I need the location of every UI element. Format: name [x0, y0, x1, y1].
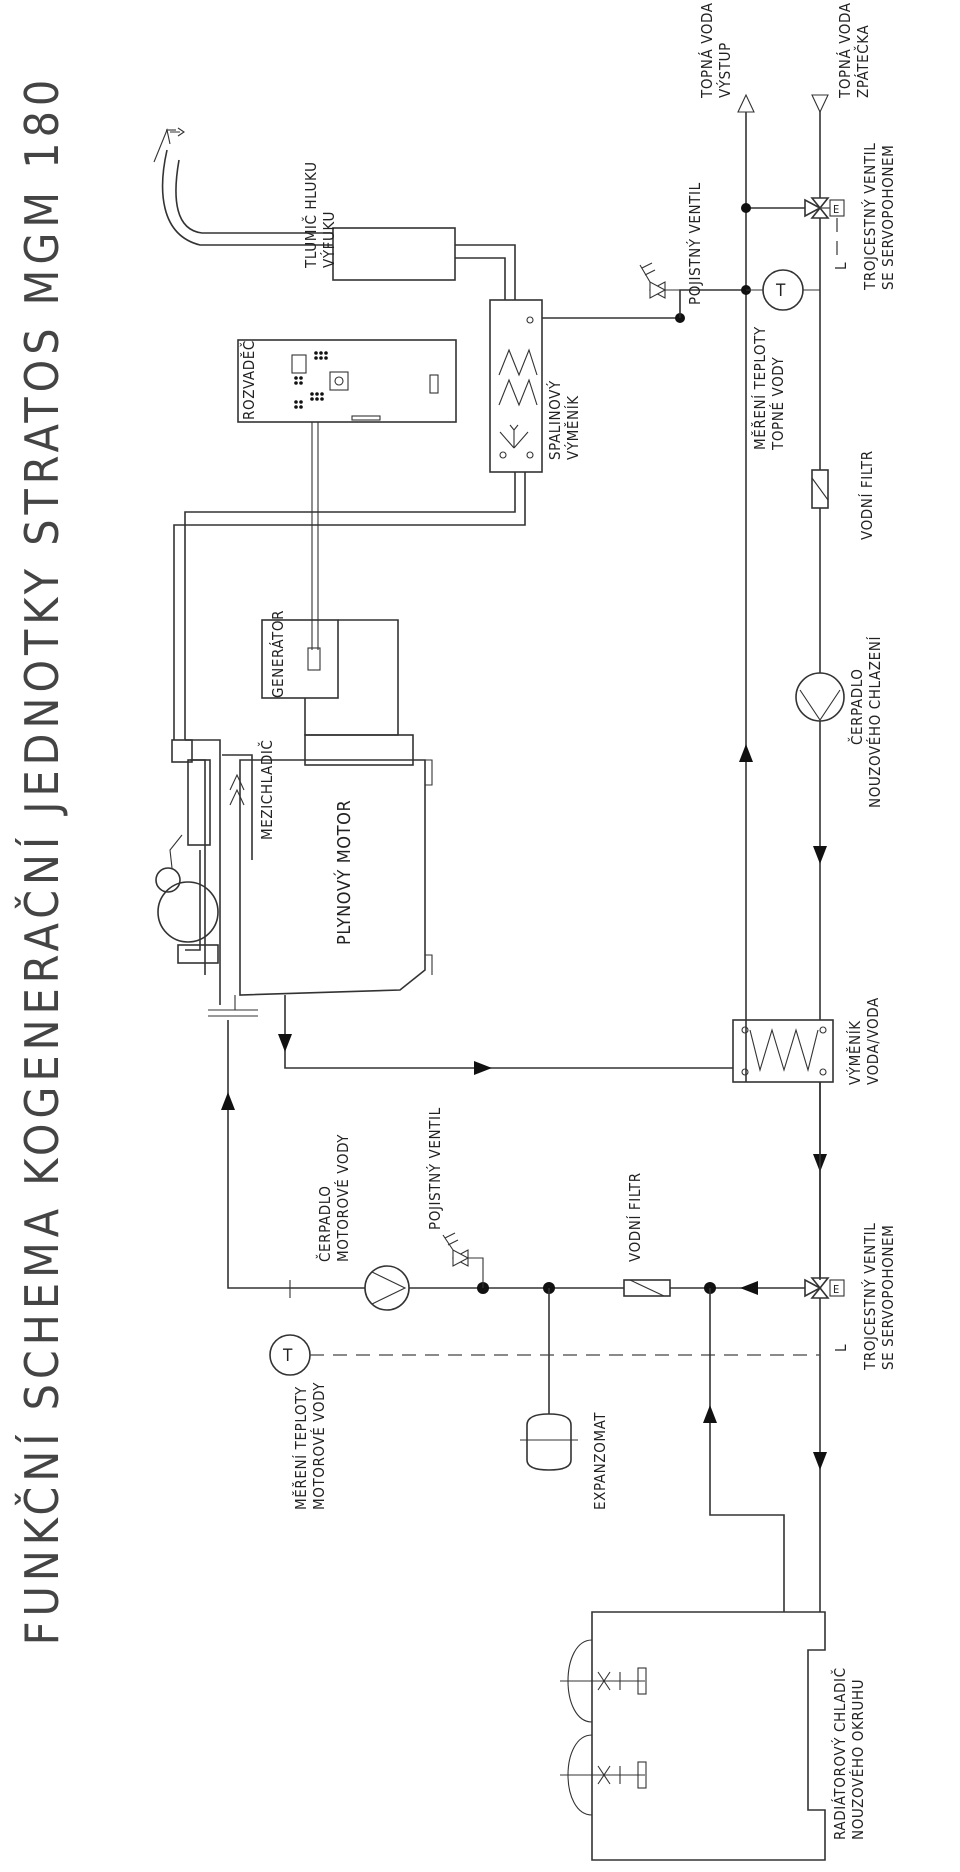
flue-to-outlet-pipe [542, 289, 746, 319]
safety-valve-bottom-label: POJISTNÝ VENTIL [425, 1107, 444, 1230]
radiator-supply-pipe [709, 1288, 785, 1612]
three-way-valve-bottom-l-symbol: L [832, 1344, 850, 1352]
emergency-pump-label-2: NOUZOVÉHO CHLAZENÍ [865, 636, 884, 808]
temp-symbol: T [775, 281, 786, 301]
flow-arrow-icon [474, 1061, 492, 1075]
heating-temp-sensor: T [746, 269, 820, 311]
water-filter-bottom-label: VODNÍ FILTR [625, 1172, 644, 1262]
flow-arrow-icon [278, 1034, 292, 1052]
flow-arrow-icon [740, 1281, 758, 1295]
water-water-exchanger [732, 1019, 834, 1083]
generator [261, 619, 414, 766]
three-way-valve-top: E [804, 197, 845, 255]
engine-to-exchanger-pipe [284, 995, 733, 1069]
heating-outlet-label-2: VÝSTUP [715, 42, 734, 98]
heating-temp-label-1: MĚŘENÍ TEPLOTY [750, 326, 769, 450]
water-exchanger-label-2: VODA/VODA [864, 997, 882, 1085]
heating-temp-label-2: TOPNÉ VODY [768, 357, 787, 451]
radiator-cooler [560, 1611, 826, 1861]
intercooler [155, 739, 253, 1005]
outlet-arrow-icon [737, 93, 755, 113]
three-way-valve-top-label-2: SE SERVOPOHONEM [879, 145, 897, 290]
junction-dot [741, 203, 751, 213]
expansion-vessel-label: EXPANZOMAT [591, 1412, 609, 1510]
heating-outlet-label-1: TOPNÁ VODA [697, 2, 716, 99]
three-way-valve-bottom-label-2: SE SERVOPOHONEM [879, 1225, 897, 1370]
intercooler-label: MEZICHLADIČ [257, 740, 276, 840]
servo-symbol: E [833, 1283, 840, 1296]
radiator-label-1: RADIÁTOROVÝ CHLADIČ [830, 1667, 849, 1840]
switchboard-label: ROZVADĚČ [239, 340, 258, 420]
flue-gas-exchanger-label-2: VÝMĚNÍK [563, 395, 582, 460]
water-exchanger-label-1: VÝMĚNÍK [845, 1020, 864, 1085]
radiator-label-2: NOUZOVÉHO OKRUHU [848, 1679, 867, 1840]
return-arrow-icon [811, 94, 829, 114]
water-filter-top-label: VODNÍ FILTR [857, 450, 876, 540]
safety-valve-bottom [442, 1232, 484, 1288]
engine-pump-label-1: ČERPADLO [315, 1185, 334, 1262]
engine-temp-sensor: T [269, 1334, 311, 1376]
safety-valve-top [639, 262, 681, 318]
silencer-label-2: VÝFUKU [319, 211, 338, 268]
diagram-title: FUNKČNÍ SCHEMA KOGENERAČNÍ JEDNOTKY STRA… [14, 75, 69, 1646]
water-filter-top [811, 469, 829, 509]
emergency-pump-label-1: ČERPADLO [847, 668, 866, 745]
three-way-valve-top-label-1: TROJCESTNÝ VENTIL [860, 143, 879, 291]
engine-pump-label-2: MOTOROVÉ VODY [333, 1134, 352, 1262]
exhaust-silencer [332, 227, 456, 281]
flow-arrow-icon [703, 1405, 717, 1423]
heating-return-label-1: TOPNÁ VODA [835, 2, 854, 99]
flue-gas-exchanger-label-1: SPALINOVÝ [545, 380, 564, 460]
switchboard [237, 339, 457, 423]
gas-engine-label: PLYNOVÝ MOTOR [333, 800, 355, 945]
engine-temp-label-1: MĚŘENÍ TEPLOTY [291, 1386, 310, 1510]
water-filter-bottom [623, 1279, 671, 1297]
flow-arrow-icon [813, 846, 827, 864]
generator-label: GENERÁTOR [268, 610, 287, 698]
flow-arrow-icon [739, 744, 753, 762]
flow-arrow-icon [221, 1092, 235, 1110]
three-way-valve-bottom: E [804, 1277, 845, 1299]
temp-symbol: T [282, 1346, 293, 1366]
emergency-pump [795, 672, 845, 722]
three-way-valve-top-l-symbol: L [832, 262, 850, 270]
flue-duct-inner [184, 472, 516, 740]
engine-water-pump [364, 1265, 410, 1311]
silencer-label-1: TLUMIČ HLUKU [301, 161, 320, 269]
engine-temp-label-2: MOTOROVÉ VODY [309, 1382, 328, 1510]
safety-valve-top-label: POJISTNÝ VENTIL [685, 182, 704, 305]
exhaust-pipe [153, 127, 516, 300]
flue-duct [173, 472, 526, 740]
flow-arrow-icon [813, 1452, 827, 1470]
flue-gas-exchanger [489, 299, 543, 473]
gas-engine [208, 759, 433, 1017]
switchboard-cable [311, 422, 319, 650]
servo-symbol: E [833, 203, 840, 216]
three-way-valve-bottom-label-1: TROJCESTNÝ VENTIL [860, 1223, 879, 1371]
heating-return-label-2: ZPÁTEČKA [853, 25, 872, 98]
expansion-vessel [520, 1413, 578, 1471]
